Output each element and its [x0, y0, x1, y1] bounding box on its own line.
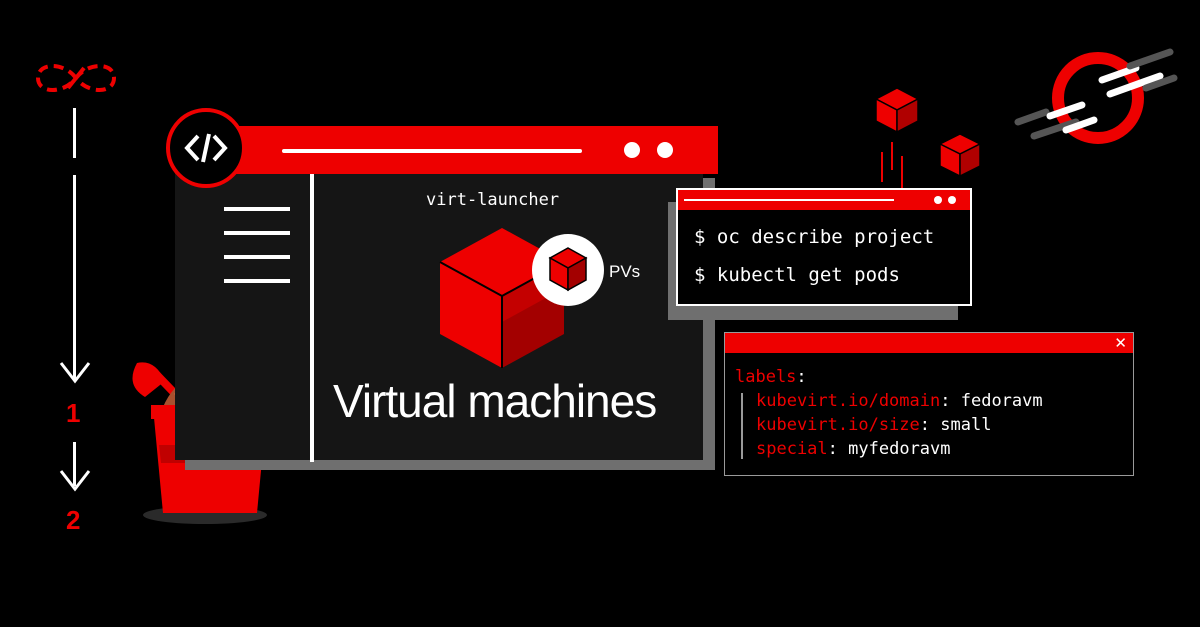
pv-label: PVs — [609, 262, 641, 281]
titlebar-line — [282, 149, 582, 153]
page-title: Virtual machines — [333, 375, 657, 427]
terminal-command: $ kubectl get pods — [694, 264, 900, 286]
yaml-root: labels: — [735, 367, 807, 387]
hamburger-menu-icon[interactable] — [224, 255, 290, 259]
yaml-value: small — [940, 415, 992, 435]
openshift-logo-icon — [1014, 48, 1178, 144]
window-dot[interactable] — [624, 142, 640, 158]
yaml-key: kubevirt.io/size — [756, 415, 920, 435]
drop-lines — [881, 142, 903, 188]
flow-step-1: 1 — [66, 398, 81, 428]
yaml-value: fedoravm — [960, 391, 1043, 411]
yaml-key: special — [756, 439, 828, 459]
flow-line-main — [73, 175, 76, 380]
window-dot[interactable] — [934, 196, 942, 204]
flow-step-2: 2 — [66, 505, 81, 535]
vm-window — [175, 168, 703, 460]
cube-icon — [548, 247, 588, 292]
yaml-colon: : — [919, 415, 931, 435]
terminal-titlebar — [678, 190, 970, 210]
terminal-command: $ oc describe project — [694, 226, 935, 248]
infinity-icon — [35, 64, 117, 92]
yaml-entry: special: myfedoravm — [756, 439, 951, 459]
labels-titlebar: ✕ — [725, 333, 1133, 353]
yaml-colon: : — [827, 439, 838, 459]
yaml-colon: : — [796, 367, 807, 387]
titlebar-line — [684, 199, 894, 201]
pv-badge — [532, 234, 604, 306]
yaml-key: kubevirt.io/domain — [756, 391, 941, 411]
window-dot[interactable] — [948, 196, 956, 204]
indent-guide — [741, 393, 743, 459]
hamburger-menu-icon[interactable] — [224, 207, 290, 211]
arrow-down-icon — [59, 362, 91, 384]
yaml-value: myfedoravm — [848, 439, 951, 459]
code-brackets-icon — [166, 108, 246, 188]
flow-line-step — [73, 442, 76, 486]
labels-panel: ✕ labels: kubevirt.io/domain: fedoravm k… — [724, 332, 1134, 476]
terminal-window: $ oc describe project $ kubectl get pods — [676, 188, 972, 306]
close-icon[interactable]: ✕ — [1114, 334, 1127, 352]
hamburger-menu-icon[interactable] — [224, 279, 290, 283]
window-divider — [310, 174, 314, 462]
yaml-entry: kubevirt.io/domain: fedoravm — [756, 391, 1043, 411]
yaml-key: labels — [735, 367, 797, 387]
yaml-entry: kubevirt.io/size: small — [756, 415, 991, 435]
cube-icon — [938, 133, 982, 178]
window-dot[interactable] — [657, 142, 673, 158]
yaml-colon: : — [940, 391, 951, 411]
flow-line-top — [73, 108, 76, 158]
pod-label: virt-launcher — [426, 190, 560, 210]
arrow-down-icon — [59, 470, 91, 492]
hamburger-menu-icon[interactable] — [224, 231, 290, 235]
cube-icon — [874, 87, 920, 134]
